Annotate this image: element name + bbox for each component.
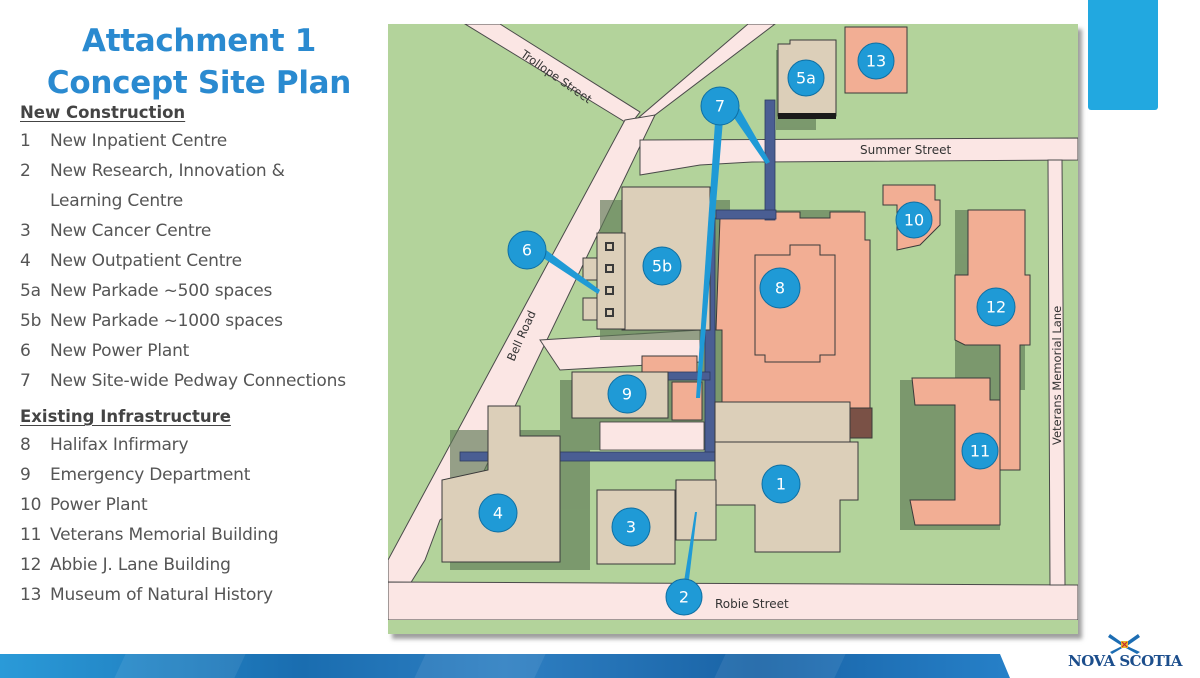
legend-label: New Research, Innovation & Learning Cent… (50, 161, 285, 211)
legend-item: 4 New Outpatient Centre (20, 246, 390, 276)
footer-bar (0, 654, 1010, 678)
site-plan-map: Trollope Street Summer Street Bell Road … (388, 24, 1078, 634)
legend-item: 5b New Parkade ~1000 spaces (20, 306, 390, 336)
saltire-icon (1108, 634, 1140, 654)
marker-5b[interactable]: 5b (642, 246, 682, 286)
svg-text:10: 10 (904, 211, 924, 230)
legend-item: 11 Veterans Memorial Building (20, 520, 390, 550)
legend-item: 3 New Cancer Centre (20, 216, 390, 246)
marker-6[interactable]: 6 (507, 230, 547, 270)
svg-text:5a: 5a (796, 69, 816, 88)
svg-text:7: 7 (715, 97, 725, 116)
legend-num: 5b (20, 311, 42, 331)
svg-text:4: 4 (493, 504, 503, 523)
svg-text:5b: 5b (652, 257, 672, 276)
street-label-robie: Robie Street (715, 597, 789, 611)
legend-num: 2 (20, 161, 31, 181)
legend-num: 11 (20, 525, 42, 545)
legend: New Construction 1 New Inpatient Centre 2… (20, 100, 390, 610)
legend-item: 5a New Parkade ~500 spaces (20, 276, 390, 306)
legend-num: 13 (20, 585, 42, 605)
legend-num: 9 (20, 465, 31, 485)
legend-num: 5a (20, 281, 41, 301)
svg-text:3: 3 (626, 518, 636, 537)
nova-scotia-logo: NOVA SCOTIA (1060, 632, 1190, 674)
legend-num: 10 (20, 495, 42, 515)
legend-heading-new-construction: New Construction (20, 103, 186, 122)
legend-label: Veterans Memorial Building (50, 525, 279, 545)
legend-num: 8 (20, 435, 31, 455)
legend-num: 1 (20, 131, 31, 151)
legend-item: 2 New Research, Innovation & Learning Cen… (20, 156, 390, 216)
svg-text:13: 13 (866, 52, 886, 71)
accent-block (1088, 0, 1158, 110)
legend-label: New Parkade ~500 spaces (50, 281, 273, 301)
marker-1[interactable]: 1 (761, 464, 801, 504)
svg-text:8: 8 (775, 279, 785, 298)
footer-stripes (0, 654, 1010, 678)
street-label-veterans: Veterans Memorial Lane (1050, 306, 1064, 445)
legend-label: New Outpatient Centre (50, 251, 242, 271)
legend-heading-existing-infrastructure: Existing Infrastructure (20, 407, 231, 426)
marker-7[interactable]: 7 (700, 86, 740, 126)
marker-5a[interactable]: 5a (787, 59, 825, 97)
legend-label: New Power Plant (50, 341, 190, 361)
legend-num: 6 (20, 341, 31, 361)
legend-item: 10 Power Plant (20, 490, 390, 520)
legend-item: 8 Halifax Infirmary (20, 430, 390, 460)
legend-label: New Cancer Centre (50, 221, 212, 241)
legend-label: New Site-wide Pedway Connections (50, 371, 346, 391)
marker-12[interactable]: 12 (976, 287, 1016, 327)
svg-text:6: 6 (522, 241, 532, 260)
title-line-1: Attachment 1 (82, 23, 316, 59)
legend-num: 7 (20, 371, 31, 391)
svg-text:11: 11 (970, 442, 990, 461)
marker-8[interactable]: 8 (759, 267, 801, 309)
svg-text:1: 1 (776, 475, 786, 494)
legend-num: 12 (20, 555, 42, 575)
legend-item: 12 Abbie J. Lane Building (20, 550, 390, 580)
street-label-summer: Summer Street (860, 143, 951, 157)
marker-3[interactable]: 3 (611, 507, 651, 547)
svg-text:9: 9 (622, 385, 632, 404)
legend-label: Halifax Infirmary (50, 435, 189, 455)
marker-2[interactable]: 2 (665, 578, 703, 616)
legend-label: Power Plant (50, 495, 148, 515)
svg-text:2: 2 (679, 588, 689, 607)
legend-item: 9 Emergency Department (20, 460, 390, 490)
legend-item: 6 New Power Plant (20, 336, 390, 366)
legend-label: Abbie J. Lane Building (50, 555, 231, 575)
legend-num: 3 (20, 221, 31, 241)
legend-num: 4 (20, 251, 31, 271)
legend-item: 13 Museum of Natural History (20, 580, 390, 610)
legend-label: New Parkade ~1000 spaces (50, 311, 283, 331)
legend-label: Emergency Department (50, 465, 251, 485)
legend-label: New Inpatient Centre (50, 131, 228, 151)
marker-13[interactable]: 13 (857, 42, 895, 80)
marker-9[interactable]: 9 (607, 374, 647, 414)
legend-label: Museum of Natural History (50, 585, 273, 605)
title-line-2: Concept Site Plan (46, 65, 352, 101)
page-title: Attachment 1 Concept Site Plan (0, 20, 398, 104)
logo-text: NOVA SCOTIA (1067, 652, 1183, 670)
svg-text:12: 12 (986, 298, 1006, 317)
marker-11[interactable]: 11 (961, 432, 999, 470)
marker-4[interactable]: 4 (478, 493, 518, 533)
legend-item: 7 New Site-wide Pedway Connections (20, 366, 390, 396)
legend-item: 1 New Inpatient Centre (20, 126, 390, 156)
marker-10[interactable]: 10 (895, 201, 933, 239)
